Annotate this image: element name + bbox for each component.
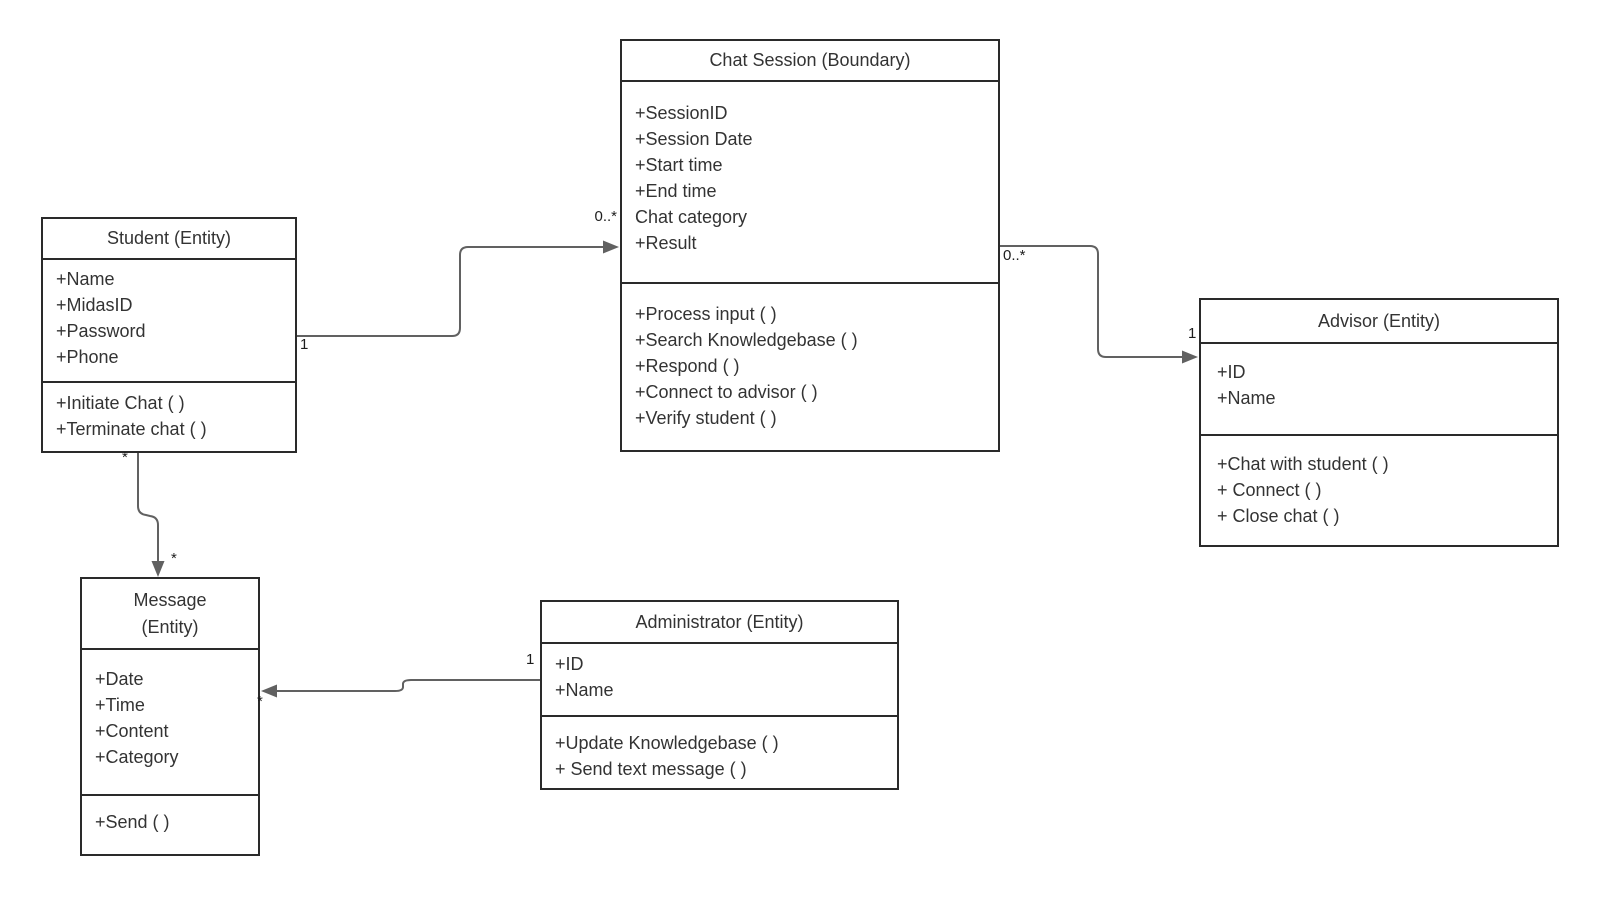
member-row: +Session Date <box>635 129 753 149</box>
arrowhead-to-advisor <box>1182 350 1198 364</box>
class-student-title: Student (Entity) <box>106 228 232 248</box>
class-administrator-attributes: +ID +Name <box>542 642 897 715</box>
class-chat-session-title: Chat Session (Boundary) <box>709 50 911 70</box>
class-message-attributes: +Date +Time +Content +Category <box>82 648 258 794</box>
class-advisor-title: Advisor (Entity) <box>1317 310 1441 331</box>
multiplicity-chat-advisor-target: 1 <box>1188 325 1197 342</box>
arrowhead-to-message-right <box>261 684 277 698</box>
connector-student-to-chatsession <box>297 246 603 337</box>
member-row: +Terminate chat ( ) <box>56 419 207 439</box>
member-row: +Update Knowledgebase ( ) <box>555 733 779 753</box>
multiplicity-student-message-target: * <box>171 550 177 567</box>
multiplicity-chat-advisor-source: 0..* <box>1003 247 1026 264</box>
member-row: +Name <box>555 680 614 700</box>
member-row: +Send ( ) <box>95 812 170 832</box>
class-student-methods: +Initiate Chat ( ) +Terminate chat ( ) <box>43 381 295 442</box>
class-chat-session: Chat Session (Boundary) +SessionID+Sessi… <box>620 39 1000 452</box>
member-row: + Connect ( ) <box>1217 480 1322 500</box>
class-advisor-methods: +Chat with student ( ) + Connect ( ) + Clo… <box>1201 434 1557 529</box>
member-row: +SessionID <box>635 103 728 123</box>
member-row: +Name <box>56 269 115 289</box>
member-row: +ID <box>1217 362 1246 382</box>
member-row: +End time <box>635 181 717 201</box>
member-row: +Result <box>635 233 697 253</box>
member-row: +Time <box>95 695 145 715</box>
member-row: +Phone <box>56 347 119 367</box>
class-administrator: Administrator (Entity) +ID +Name +Update … <box>540 600 899 790</box>
member-row: + Close chat ( ) <box>1217 506 1340 526</box>
member-row: +Date <box>95 669 144 689</box>
class-message-methods: +Send ( ) <box>82 794 258 835</box>
multiplicity-student-chat-target: 0..* <box>594 208 617 225</box>
connector-chatsession-to-advisor <box>1000 245 1182 358</box>
member-row: +ID <box>555 654 584 674</box>
member-row: +Connect to advisor ( ) <box>635 382 818 402</box>
multiplicity-student-message-source: * <box>122 449 128 466</box>
multiplicity-admin-message-source: 1 <box>526 651 535 668</box>
class-message-title: Message (Entity) <box>133 589 207 637</box>
member-row: +Password <box>56 321 146 341</box>
member-row: +Name <box>1217 388 1276 408</box>
arrowhead-to-chatsession <box>603 240 619 254</box>
class-administrator-title: Administrator (Entity) <box>635 611 804 632</box>
member-row: +Initiate Chat ( ) <box>56 393 185 413</box>
class-chat-session-methods: +Process input ( ) +Search Knowledgebase … <box>622 282 998 431</box>
member-row: +Category <box>95 747 179 767</box>
class-administrator-methods: +Update Knowledgebase ( ) + Send text mes… <box>542 715 897 782</box>
multiplicity-admin-message-target: * <box>257 693 263 710</box>
class-message: Message (Entity) +Date +Time +Content +Cate… <box>80 577 260 856</box>
member-row: Chat category <box>635 207 748 227</box>
member-row: +Process input ( ) <box>635 304 777 324</box>
member-row: +MidasID <box>56 295 133 315</box>
class-advisor: Advisor (Entity) +ID +Name +Chat with stu… <box>1199 298 1559 547</box>
connector-administrator-to-message <box>277 679 540 692</box>
class-chat-session-attributes: +SessionID +Session Date +Start time +End t… <box>622 80 998 282</box>
member-row: +Search Knowledgebase ( ) <box>635 330 858 350</box>
member-row: +Chat with student ( ) <box>1217 454 1389 474</box>
class-advisor-attributes: +ID +Name <box>1201 342 1557 434</box>
connector-student-to-message <box>137 452 159 562</box>
class-student: Student (Entity) +Name+MidasID+Password+… <box>41 217 297 453</box>
multiplicity-student-chat-source: 1 <box>300 336 309 353</box>
member-row: +Start time <box>635 155 723 175</box>
member-row: +Content <box>95 721 169 741</box>
class-student-attributes: +Name +MidasID +Password +Phone <box>43 258 295 381</box>
member-row: +Verify student ( ) <box>635 408 777 428</box>
member-row: + Send text message ( ) <box>555 759 747 779</box>
member-row: +Respond ( ) <box>635 356 740 376</box>
arrowhead-to-message-top <box>151 561 165 577</box>
